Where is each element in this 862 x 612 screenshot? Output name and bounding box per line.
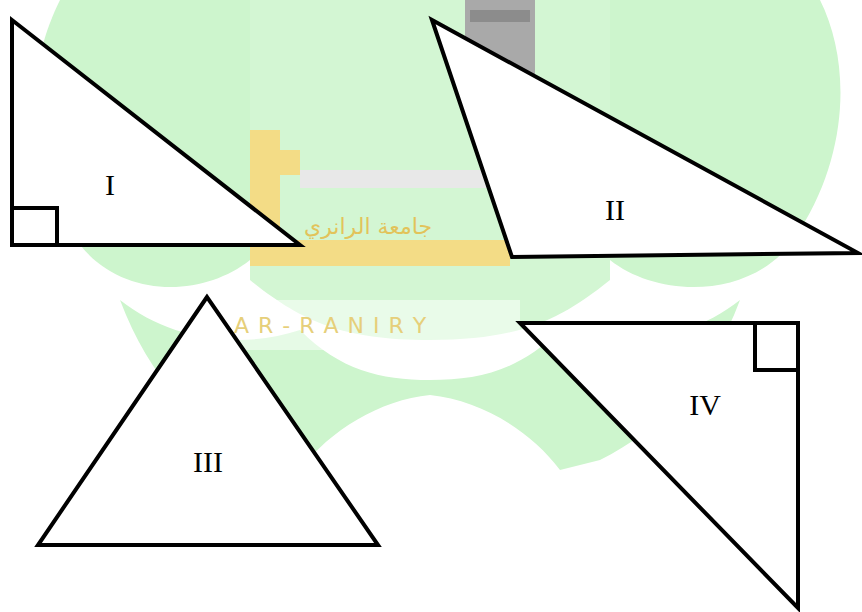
triangle-shape: II <box>430 20 860 260</box>
triangle-shape: III <box>36 296 380 548</box>
watermark-ribbon <box>220 300 520 350</box>
watermark-text: A R - R A N I R Y <box>234 315 427 337</box>
triangle-polygon <box>38 297 378 545</box>
triangle-polygon <box>12 20 300 245</box>
right-angle-mark <box>755 323 798 370</box>
triangle-outline <box>430 20 860 260</box>
triangle-outline <box>518 321 800 610</box>
triangle-shape: I <box>12 20 302 246</box>
triangle-polygon <box>432 20 858 257</box>
roman-numeral: IV <box>689 390 721 420</box>
right-angle-mark <box>12 208 57 245</box>
roman-numeral: II <box>605 195 625 225</box>
watermark-band <box>470 10 530 22</box>
roman-numeral: III <box>193 447 223 477</box>
roman-numeral: I <box>105 170 115 200</box>
triangle-shape: IV <box>518 321 800 610</box>
triangle-polygon <box>520 323 798 608</box>
triangle-outline <box>12 20 302 246</box>
watermark-arabic: جامعة الرانري <box>304 216 432 238</box>
watermark-book <box>300 170 500 188</box>
triangle-outline <box>36 296 380 548</box>
